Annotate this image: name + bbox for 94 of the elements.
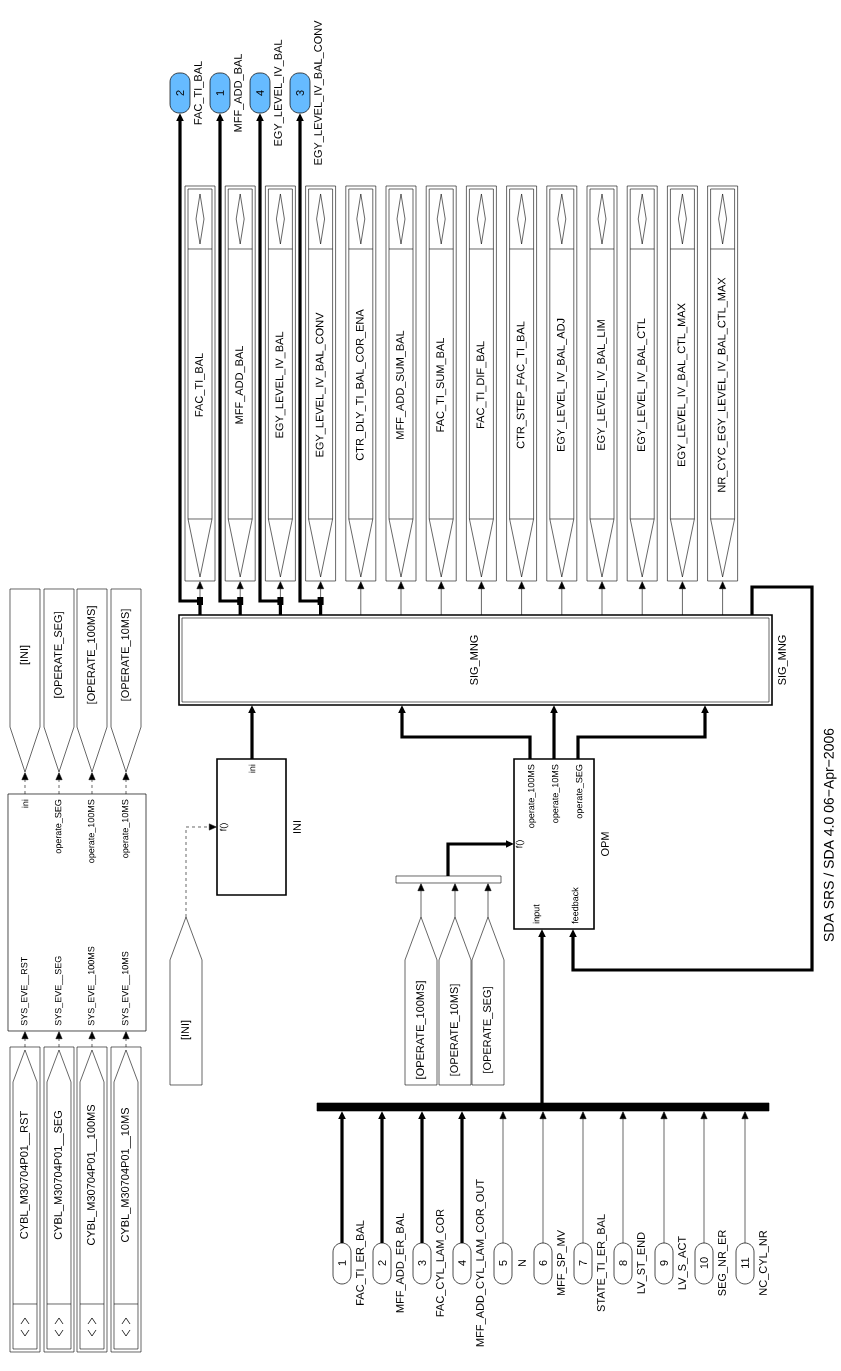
arrow — [122, 1031, 130, 1048]
arrow — [660, 1111, 668, 1244]
port-label: SYS_EVE__SEG — [54, 956, 64, 1026]
arrow — [122, 772, 130, 795]
arrow — [569, 585, 814, 972]
goto-block: [OPERATE_SEG] — [43, 588, 75, 773]
arrow — [598, 581, 606, 616]
arrow — [451, 883, 459, 918]
display-block: NR_CYC_EGY_LEVEL_IV_BAL_CTL_MAX — [707, 185, 738, 582]
arrow — [539, 1111, 547, 1244]
from-block: CYBL_M30704P01__100MS — [76, 1046, 108, 1353]
arrow — [21, 1031, 29, 1048]
display-block: CTR_DLY_TI_BAL_COR_ENA — [345, 185, 377, 582]
display-block: EGY_LEVEL_IV_BAL — [265, 185, 296, 582]
arrow — [21, 772, 29, 795]
arrow — [579, 1111, 587, 1244]
from-block: [INI] — [169, 916, 203, 1086]
display-block: EGY_LEVEL_IV_BAL_ADJ — [546, 185, 578, 582]
display-block: EGY_LEVEL_IV_BAL_CTL — [626, 185, 658, 582]
subsystem-block: SIG_MNG — [178, 614, 773, 706]
signal-name: EGY_LEVEL_IV_BAL_CONV — [314, 20, 324, 165]
arrow — [185, 823, 217, 918]
arrow — [719, 581, 727, 616]
from-block: [OPERATE_10MS] — [438, 916, 472, 1086]
display-block: MFF_ADD_BAL — [224, 185, 256, 582]
arrow — [437, 581, 445, 616]
from-block: CYBL_M30704P01__RST — [9, 1046, 41, 1353]
port-label: operate_SEG — [575, 764, 585, 819]
arrow — [478, 581, 485, 616]
signal-name: MFF_ADD_ER_BAL — [396, 1213, 406, 1313]
from-block: [OPERATE_SEG] — [471, 916, 505, 1086]
arrow — [700, 1111, 708, 1244]
port-label: operate_10MS — [121, 799, 131, 858]
signal-name: STATE_TI_ER_BAL — [597, 1214, 607, 1312]
display-block: FAC_TI_DIF_BAL — [466, 185, 497, 582]
arrow — [55, 1031, 63, 1048]
from-block: [OPERATE_100MS] — [404, 916, 438, 1086]
arrow — [88, 772, 96, 795]
port-label: f() — [515, 840, 525, 849]
display-block: EGY_LEVEL_IV_BAL_LIM — [586, 185, 618, 582]
arrow — [499, 1111, 507, 1244]
signal-name: LV_S_ACT — [678, 1236, 688, 1290]
signal-name: NC_CYL_NR — [759, 1230, 769, 1295]
arrow — [638, 581, 646, 616]
signal-name: N — [518, 1259, 526, 1267]
signal-name: SEG_NR_ER — [718, 1230, 728, 1296]
signal-name: FAC_CYL_LAM_COR — [436, 1209, 446, 1317]
arrow — [417, 883, 425, 918]
from-block: CYBL_M30704P01__SEG — [43, 1046, 75, 1353]
display-block: FAC_TI_BAL — [184, 185, 216, 582]
port-label: SYS_EVE__100MS — [87, 946, 97, 1026]
signal-name: INI — [293, 821, 301, 833]
mux-bar — [395, 875, 502, 884]
arrow — [55, 772, 63, 795]
display-block: EGY_LEVEL_IV_BAL_CONV — [305, 185, 336, 582]
signal-name: MFF_ADD_BAL — [234, 53, 244, 132]
display-block: EGY_LEVEL_IV_BAL_CTL_MAX — [667, 185, 698, 582]
from-block: CYBL_M30704P01__10MS — [110, 1046, 142, 1353]
signal-name: OPM — [601, 832, 609, 856]
arrow — [558, 581, 566, 616]
goto-block: [INI] — [9, 588, 41, 773]
footer-text: SDA SRS / SDA 4.0 06−Apr−2006 — [823, 728, 837, 942]
port-label: operate_10MS — [551, 764, 561, 823]
port-label: f() — [219, 823, 229, 832]
arrow — [679, 581, 686, 616]
signal-name: SIG_MNG — [778, 635, 788, 685]
port-label: ini — [248, 764, 256, 773]
signal-name: FAC_TI_ER_BAL — [356, 1220, 366, 1305]
arrow — [357, 581, 365, 616]
arrow — [741, 1111, 749, 1244]
display-block: CTR_STEP_FAC_TI_BAL — [506, 185, 537, 582]
arrow — [397, 581, 405, 616]
signal-name: LV_ST_END — [637, 1232, 647, 1294]
port-label: SYS_EVE__10MS — [121, 951, 131, 1026]
arrow — [518, 581, 525, 616]
port-label: operate_100MS — [527, 764, 537, 828]
arrow — [88, 1031, 96, 1048]
port-label: ini — [21, 799, 29, 808]
signal-name: MFF_SP_MV — [557, 1230, 567, 1296]
arrow — [619, 1111, 627, 1244]
display-block: FAC_TI_SUM_BAL — [425, 185, 457, 582]
subsystem-block — [7, 793, 147, 1032]
port-label: operate_SEG — [54, 799, 64, 854]
display-block: MFF_ADD_SUM_BAL — [385, 185, 417, 582]
signal-name: EGY_LEVEL_IV_BAL — [274, 39, 284, 146]
goto-block: [OPERATE_10MS] — [110, 588, 142, 773]
port-label: feedback — [571, 887, 579, 924]
arrow — [484, 883, 492, 918]
port-label: input — [532, 904, 542, 924]
signal-name: FAC_TI_BAL — [194, 61, 204, 125]
goto-block: [OPERATE_100MS] — [76, 588, 108, 773]
port-label: operate_100MS — [87, 799, 97, 863]
signal-name: MFF_ADD_CYL_LAM_COR_OUT — [476, 1179, 486, 1347]
port-label: SYS_EVE__RST — [20, 957, 30, 1026]
